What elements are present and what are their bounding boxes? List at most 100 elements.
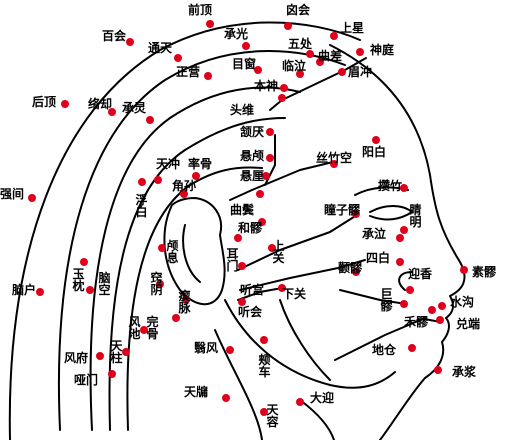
- guide-line-a: [269, 57, 367, 111]
- label-ermen: 耳门: [226, 247, 239, 273]
- point-tongziliao: [352, 210, 360, 218]
- label-chimai: 瘈脉: [178, 289, 191, 315]
- guide-line-f: [339, 289, 407, 305]
- point-shuaigu: [192, 172, 200, 180]
- neck-front: [299, 399, 335, 440]
- label-meichong: 眉冲: [348, 65, 373, 79]
- point-touwei: [278, 94, 286, 102]
- point-sizhukong: [330, 160, 338, 168]
- label-linqi: 临泣: [282, 59, 307, 73]
- label-yuzhen: 玉枕: [72, 267, 85, 293]
- point-chengjiang: [434, 366, 442, 374]
- point-tinghui: [238, 298, 246, 306]
- point-wuchu: [306, 50, 314, 58]
- label-tianyou: 天牖: [184, 385, 209, 399]
- point-yuzhen: [80, 258, 88, 266]
- label-tinggong: 听宫: [240, 283, 265, 297]
- label-muchuang: 目窗: [232, 57, 257, 71]
- point-qiaoyin: [156, 280, 164, 288]
- cheek-line: [279, 299, 331, 381]
- point-yingxiang: [406, 286, 414, 294]
- point-qubin: [256, 190, 264, 198]
- point-qiangjian: [28, 194, 36, 202]
- guide-line-b: [229, 161, 334, 201]
- point-shangxing: [330, 32, 338, 40]
- label-quchai: 曲差: [318, 49, 343, 63]
- point-zanzhu: [400, 184, 408, 192]
- point-tianchong: [154, 176, 162, 184]
- label-chengqi: 承泣: [362, 227, 387, 241]
- label-fubai: 浮白: [135, 193, 148, 219]
- label-tongtian: 通天: [148, 41, 173, 55]
- label-qiangjian: 强间: [0, 187, 25, 201]
- point-shuigou: [438, 302, 446, 310]
- point-jingming: [400, 226, 408, 234]
- label-tianchong: 天冲: [156, 157, 181, 171]
- label-wuchu: 五处: [288, 37, 313, 51]
- label-yifeng: 翳风: [194, 341, 219, 355]
- label-benshen: 本神: [254, 79, 279, 93]
- label-jiache: 颊车: [258, 353, 271, 379]
- point-tongtian: [174, 54, 182, 62]
- point-baihui: [126, 38, 134, 46]
- label-qubin: 曲鬓: [230, 203, 255, 217]
- nose-wing: [398, 271, 413, 291]
- guide-line-e: [237, 287, 283, 301]
- meridian-arc-3: [89, 86, 301, 431]
- label-xuanli: 悬厘: [240, 169, 265, 183]
- label-tianrong: 天容: [266, 403, 279, 429]
- point-quanliao: [352, 268, 360, 276]
- meridian-arc-4: [108, 117, 286, 431]
- point-meichong: [338, 68, 346, 76]
- label-shenting: 神庭: [370, 43, 395, 57]
- point-muchuang: [254, 66, 262, 74]
- label-yangbai: 阳白: [362, 145, 387, 159]
- point-shenting: [356, 48, 364, 56]
- point-yifeng: [226, 346, 234, 354]
- point-daying: [296, 398, 304, 406]
- point-tianyou: [222, 394, 230, 402]
- label-heliao2: 禾髎: [404, 315, 429, 329]
- label-tongziliao: 瞳子髎: [324, 203, 361, 217]
- jaw-line: [224, 299, 396, 389]
- point-dicang: [408, 344, 416, 352]
- point-chengqi: [396, 234, 404, 242]
- point-qianding: [206, 20, 214, 28]
- label-xiaguan: 下关: [282, 287, 307, 301]
- label-naokong: 脑空: [98, 271, 111, 297]
- label-shuaigu: 率骨: [188, 157, 213, 171]
- meridian-arc-2: [57, 50, 346, 431]
- point-juliao: [400, 300, 408, 308]
- point-chengling: [146, 116, 154, 124]
- point-chengguang: [242, 42, 250, 50]
- point-tianrong: [260, 408, 268, 416]
- guide-line-d: [239, 259, 366, 291]
- point-hanyan: [266, 128, 274, 136]
- point-shangguan: [268, 244, 276, 252]
- label-fengchi: 风池: [128, 315, 141, 341]
- point-wangu: [172, 314, 180, 322]
- label-luoque: 络却: [88, 97, 113, 111]
- point-ermen: [234, 234, 242, 242]
- label-shangguan: 上关: [272, 239, 285, 265]
- label-dicang: 地仓: [372, 343, 397, 357]
- label-houding: 后顶: [32, 95, 57, 109]
- label-qianding: 前顶: [188, 3, 213, 17]
- label-luxi: 颅息: [166, 239, 179, 265]
- neck-back: [214, 329, 263, 440]
- ear-outer: [163, 197, 226, 306]
- ear-inner: [182, 224, 201, 283]
- point-houding: [61, 100, 69, 108]
- label-daying: 大迎: [310, 391, 335, 405]
- label-shuigou: 水沟: [450, 295, 475, 309]
- label-yamen: 哑门: [74, 373, 99, 387]
- point-fengchi: [140, 326, 148, 334]
- point-fengfu: [96, 352, 104, 360]
- point-jiache: [260, 336, 268, 344]
- label-quanliao: 颧髎: [338, 261, 363, 275]
- point-zhengying: [204, 72, 212, 80]
- point-heliao2: [428, 306, 436, 314]
- label-touwei: 头维: [230, 103, 255, 117]
